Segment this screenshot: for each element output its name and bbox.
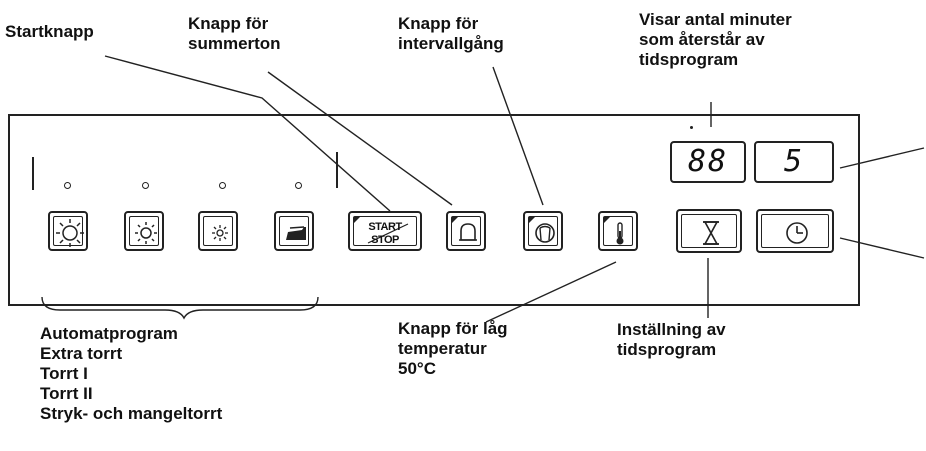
program-display: 5	[754, 141, 834, 183]
bell-icon	[459, 223, 477, 241]
corner-mark	[604, 217, 610, 223]
panel-tick-right	[336, 152, 338, 188]
led-dry-1	[219, 182, 226, 189]
corner-mark	[354, 217, 360, 223]
sun-medium-icon	[135, 222, 157, 244]
corner-mark	[452, 217, 458, 223]
clock-button[interactable]	[756, 209, 834, 253]
minutes-display: 88	[670, 141, 746, 183]
start-text: START	[368, 221, 402, 233]
program-button-extra-dry[interactable]	[124, 211, 164, 251]
hourglass-icon	[703, 221, 719, 245]
sun-small-icon	[212, 225, 228, 241]
led-extra-dry	[142, 182, 149, 189]
program-button-automatic[interactable]	[48, 211, 88, 251]
start-stop-icon	[367, 223, 409, 244]
buzzer-button[interactable]	[446, 211, 486, 251]
program-button-dry-1[interactable]	[198, 211, 238, 251]
program-button-iron-dry[interactable]	[274, 211, 314, 251]
start-stop-button[interactable]: START STOP	[348, 211, 422, 251]
drum-icon	[535, 223, 555, 243]
thermometer-icon	[616, 222, 624, 245]
clock-icon	[786, 222, 808, 244]
panel-tick-left	[32, 157, 34, 190]
label-start-button: Startknapp	[5, 22, 94, 41]
low-temp-button[interactable]	[598, 211, 638, 251]
corner-mark	[529, 217, 535, 223]
sun-large-icon	[56, 219, 84, 247]
display-dot	[690, 126, 693, 129]
led-dry-2	[295, 182, 302, 189]
timer-setting-button[interactable]	[676, 209, 742, 253]
led-automatic	[64, 182, 71, 189]
iron-icon	[286, 226, 306, 240]
interval-button[interactable]	[523, 211, 563, 251]
stop-text: STOP	[371, 234, 399, 246]
